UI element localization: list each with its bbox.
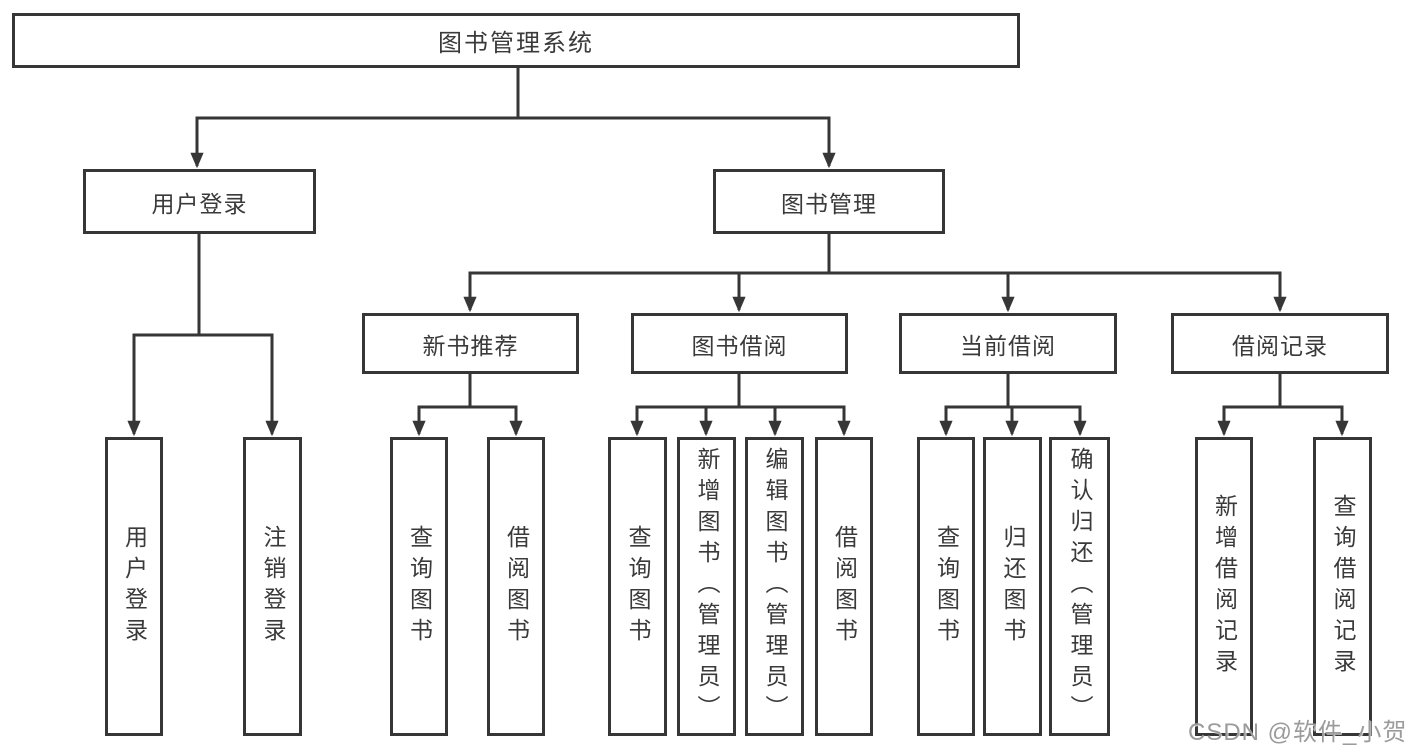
node-user-login: 用户登录 — [83, 169, 316, 234]
node-label: 查询图书 — [933, 524, 960, 649]
node-book-management: 图书管理 — [713, 169, 945, 234]
node-user-login-leaf: 用户登录 — [105, 437, 163, 736]
node-query-books-borrowing: 查询图书 — [608, 437, 667, 736]
node-label: 注销登录 — [260, 524, 286, 649]
node-current-borrowing: 当前借阅 — [899, 313, 1117, 374]
node-label: 查询图书 — [406, 524, 433, 649]
node-label: 借阅记录 — [1232, 332, 1328, 359]
node-label: 查询借阅记录 — [1330, 493, 1356, 680]
csdn-watermark: CSDN @软件_小贺同学 — [1188, 719, 1405, 746]
node-return-books: 归还图书 — [983, 437, 1042, 736]
node-label: 图书管理 — [781, 190, 877, 217]
node-library-management-system: 图书管理系统 — [12, 13, 1020, 68]
node-add-book-admin: 新增图书（管理员） — [677, 437, 736, 736]
node-borrow-books-recommend: 借阅图书 — [487, 437, 545, 736]
node-label: 新增借阅记录 — [1211, 493, 1238, 680]
node-label: 查询图书 — [625, 524, 651, 649]
node-label: 归还图书 — [1000, 524, 1026, 649]
node-new-book-recommendation: 新书推荐 — [362, 313, 579, 374]
node-label: 编辑图书（管理员） — [762, 447, 788, 726]
node-book-borrowing: 图书借阅 — [631, 313, 848, 374]
node-label: 新增图书（管理员） — [694, 447, 720, 726]
node-label: 图书借阅 — [691, 332, 788, 359]
node-edit-book-admin: 编辑图书（管理员） — [745, 437, 804, 736]
node-borrowing-records: 借阅记录 — [1171, 313, 1389, 374]
node-label: 确认归还（管理员） — [1067, 447, 1093, 726]
node-label: 图书管理系统 — [438, 30, 594, 57]
node-logout: 注销登录 — [243, 437, 302, 736]
node-query-borrow-record: 查询借阅记录 — [1313, 437, 1372, 736]
node-label: 新书推荐 — [422, 332, 519, 359]
node-confirm-return-admin: 确认归还（管理员） — [1049, 437, 1110, 736]
node-label: 借阅图书 — [831, 524, 858, 649]
node-query-books-current: 查询图书 — [917, 437, 975, 736]
node-label: 用户登录 — [121, 524, 148, 649]
node-label: 当前借阅 — [960, 332, 1056, 359]
node-label: 借阅图书 — [503, 524, 530, 649]
node-query-books-recommend: 查询图书 — [390, 437, 448, 736]
node-add-borrow-record: 新增借阅记录 — [1195, 437, 1253, 736]
node-borrow-books-borrowing: 借阅图书 — [815, 437, 873, 736]
node-label: 用户登录 — [151, 190, 248, 217]
